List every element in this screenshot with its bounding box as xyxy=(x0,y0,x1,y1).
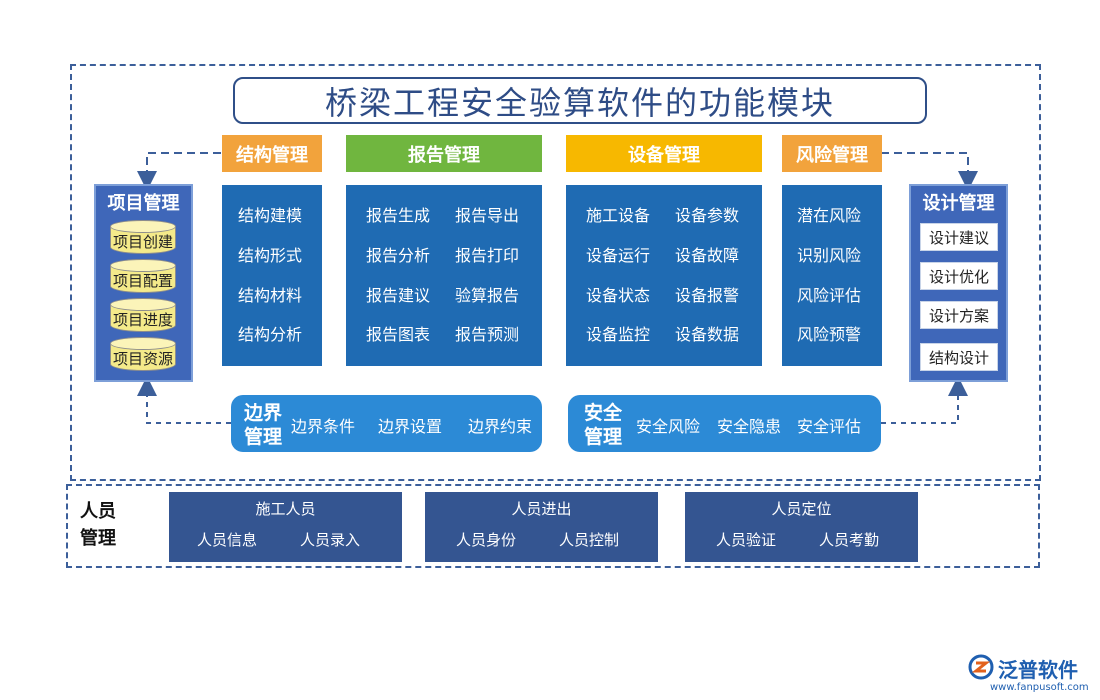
report-header: 报告管理 xyxy=(346,135,542,172)
staff-item: 人员身份 xyxy=(456,531,517,549)
staff-item: 人员信息 xyxy=(197,531,258,549)
equipment-item: 设备运行 xyxy=(586,246,651,265)
staff-module-frame xyxy=(66,484,1040,568)
boundary-item: 边界设置 xyxy=(378,417,443,436)
report-item: 报告导出 xyxy=(455,206,520,225)
staff-label: 人员管理 xyxy=(80,501,116,549)
brand-name: 泛普软件 xyxy=(998,658,1078,682)
risk-item: 潜在风险 xyxy=(797,206,862,225)
equipment-item: 设备数据 xyxy=(675,325,740,344)
safety-item: 安全评估 xyxy=(797,417,862,436)
design-panel: 设计管理 设计建议 设计优化 设计方案 结构设计 xyxy=(909,184,1008,382)
risk-item: 风险预警 xyxy=(797,325,862,344)
staff-group-title: 人员定位 xyxy=(771,500,832,518)
boundary-item: 边界约束 xyxy=(468,417,533,436)
database-icon: 项目创建 xyxy=(110,220,176,254)
report-item: 报告分析 xyxy=(366,246,431,265)
staff-item: 人员考勤 xyxy=(819,531,880,549)
staff-group: 人员进出 人员身份 人员控制 xyxy=(425,492,658,562)
brand-url: www.fanpusoft.com xyxy=(990,682,1089,693)
staff-item: 人员验证 xyxy=(716,531,777,549)
report-item: 报告图表 xyxy=(366,325,431,344)
report-item: 验算报告 xyxy=(455,286,520,305)
equipment-header: 设备管理 xyxy=(566,135,762,172)
project-item: 项目配置 xyxy=(112,272,173,290)
structure-item: 结构材料 xyxy=(238,286,303,305)
arrow-risk-to-design xyxy=(881,152,978,191)
staff-group-title: 施工人员 xyxy=(255,500,316,518)
project-title: 项目管理 xyxy=(107,193,180,214)
diagram-title: 桥梁工程安全验算软件的功能模块 xyxy=(233,77,927,124)
risk-header: 风险管理 xyxy=(782,135,882,172)
project-item: 项目创建 xyxy=(112,233,173,251)
staff-item: 人员控制 xyxy=(559,531,620,549)
report-item: 报告打印 xyxy=(455,246,520,265)
staff-group: 施工人员 人员信息 人员录入 xyxy=(169,492,402,562)
design-item: 设计方案 xyxy=(920,301,998,329)
database-icon: 项目资源 xyxy=(110,337,176,371)
risk-panel: 潜在风险 识别风险 风险评估 风险预警 xyxy=(782,185,882,366)
structure-item: 结构形式 xyxy=(238,246,303,265)
report-panel: 报告生成 报告导出 报告分析 报告打印 报告建议 验算报告 报告图表 报告预测 xyxy=(346,185,542,366)
staff-group-title: 人员进出 xyxy=(511,500,572,518)
staff-group: 人员定位 人员验证 人员考勤 xyxy=(685,492,918,562)
main-module-frame xyxy=(70,64,1041,481)
arrow-boundary-to-project xyxy=(137,376,231,424)
report-item: 报告建议 xyxy=(366,286,431,305)
brand-mark-icon xyxy=(968,654,994,680)
risk-item: 风险评估 xyxy=(797,286,862,305)
design-item: 设计建议 xyxy=(920,223,998,251)
report-item: 报告预测 xyxy=(455,325,520,344)
arrow-structure-to-project xyxy=(137,152,221,191)
structure-item: 结构建模 xyxy=(238,206,303,225)
project-item: 项目进度 xyxy=(112,311,173,329)
equipment-item: 设备报警 xyxy=(675,286,740,305)
design-item: 结构设计 xyxy=(920,343,998,371)
brand-logo: 泛普软件 www.fanpusoft.com xyxy=(968,652,1096,694)
risk-item: 识别风险 xyxy=(797,246,862,265)
boundary-title: 边界管理 xyxy=(244,402,283,448)
structure-item: 结构分析 xyxy=(238,325,303,344)
structure-header: 结构管理 xyxy=(222,135,322,172)
database-icon: 项目配置 xyxy=(110,259,176,293)
database-icon: 项目进度 xyxy=(110,298,176,332)
structure-panel: 结构建模 结构形式 结构材料 结构分析 xyxy=(222,185,322,366)
equipment-item: 设备参数 xyxy=(675,206,740,225)
boundary-item: 边界条件 xyxy=(291,417,356,436)
arrow-safety-to-design xyxy=(881,376,968,424)
safety-item: 安全隐患 xyxy=(717,417,782,436)
project-panel: 项目管理 项目创建 项目配置 项目进度 项目资源 xyxy=(94,184,193,382)
safety-title: 安全管理 xyxy=(584,402,623,448)
design-title: 设计管理 xyxy=(922,193,995,214)
equipment-panel: 施工设备 设备参数 设备运行 设备故障 设备状态 设备报警 设备监控 设备数据 xyxy=(566,185,762,366)
equipment-item: 设备监控 xyxy=(586,325,651,344)
report-item: 报告生成 xyxy=(366,206,431,225)
project-item: 项目资源 xyxy=(112,350,173,368)
equipment-item: 设备故障 xyxy=(675,246,740,265)
design-item: 设计优化 xyxy=(920,262,998,290)
boundary-bar: 边界管理 边界条件 边界设置 边界约束 xyxy=(231,395,542,452)
safety-item: 安全风险 xyxy=(636,417,701,436)
equipment-item: 设备状态 xyxy=(586,286,651,305)
safety-bar: 安全管理 安全风险 安全隐患 安全评估 xyxy=(568,395,881,452)
equipment-item: 施工设备 xyxy=(586,206,651,225)
staff-item: 人员录入 xyxy=(300,531,361,549)
